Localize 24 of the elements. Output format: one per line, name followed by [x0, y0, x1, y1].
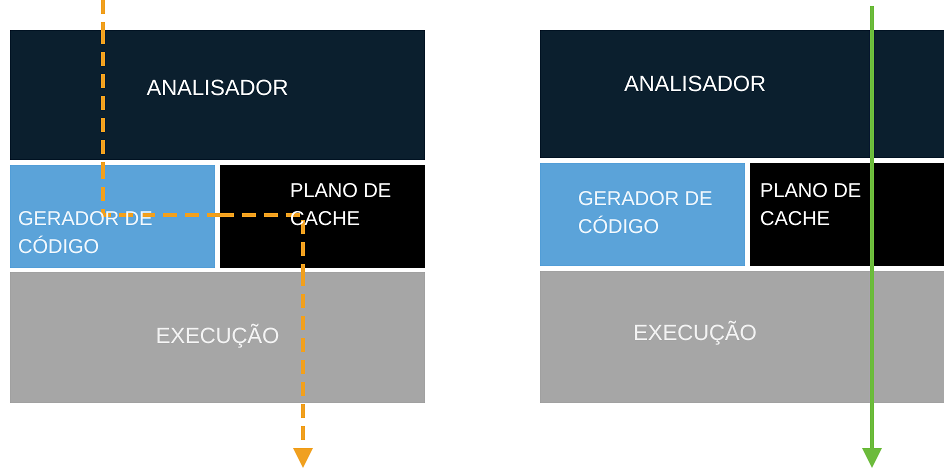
layer-block [10, 272, 425, 403]
layer-block [750, 163, 944, 266]
dashed-flow-line [101, 165, 220, 217]
block-label: EXECUÇÃO [632, 319, 758, 347]
layer-block [220, 165, 425, 268]
dashed-flow-line [101, 30, 105, 165]
layer-block [10, 30, 425, 160]
dashed-flow-line [101, 0, 105, 30]
layer-block [540, 163, 745, 266]
block-label: EXECUÇÃO [154, 322, 280, 350]
block-label: PLANO DE CACHE [760, 179, 862, 232]
block-label: ANALISADOR [623, 70, 767, 98]
flow-line [870, 163, 874, 271]
flow-line [870, 6, 874, 30]
block-label: ANALISADOR [146, 74, 290, 102]
flow-line [862, 271, 882, 468]
dashed-flow-line [220, 213, 305, 272]
layer-block [10, 165, 215, 268]
dashed-flow-line [293, 272, 313, 468]
block-label: GERADOR DE CÓDIGO [578, 187, 714, 240]
layer-block [540, 271, 944, 403]
flow-line [870, 30, 874, 163]
layer-block [540, 30, 944, 158]
block-label: PLANO DE CACHE [290, 179, 392, 232]
